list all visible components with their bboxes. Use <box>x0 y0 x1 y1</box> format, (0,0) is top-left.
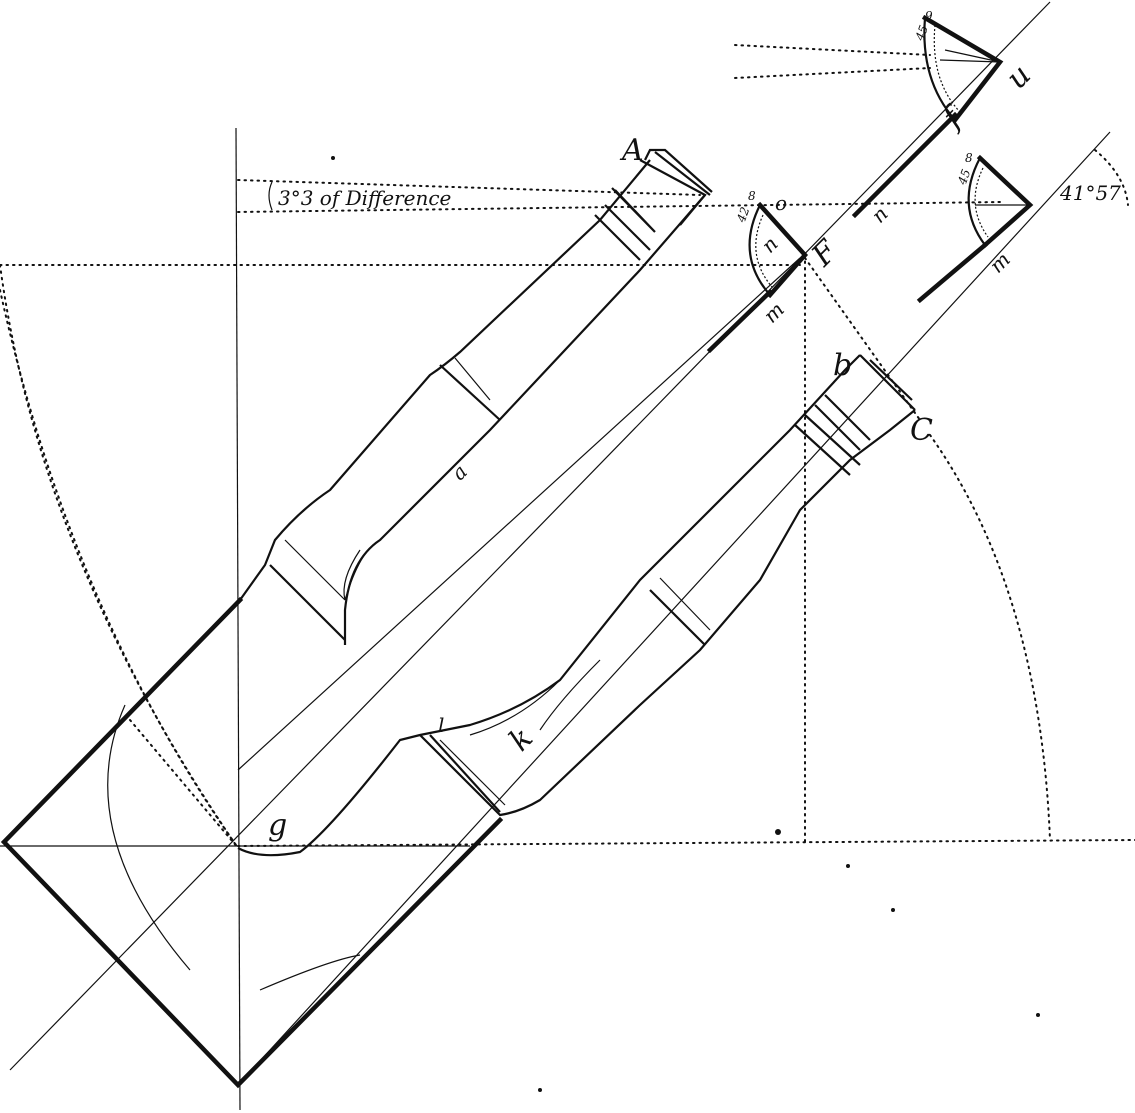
upper-cannon-lower-edge <box>343 194 706 645</box>
base-inner-circle <box>107 704 361 991</box>
dotted-large-arc <box>0 264 801 849</box>
quadrant-right-arc-inner <box>974 167 989 238</box>
label-g: g <box>268 808 287 843</box>
quadrant-top-plumb-2 <box>944 49 1001 63</box>
lower-cannon-band-1 <box>429 734 501 813</box>
lower-cannon-band-2 <box>439 739 506 806</box>
label-n-left: n <box>757 232 783 258</box>
quadrant-middle <box>748 201 809 299</box>
label-C: C <box>910 413 933 448</box>
label-a: a <box>447 459 472 484</box>
quadrant-top <box>921 14 1004 124</box>
dotted-inner-radius <box>129 719 239 849</box>
quadrant-right-arc <box>967 157 986 246</box>
dotted-sight-line-2 <box>734 67 931 79</box>
upper-cannon-muzzle <box>594 148 713 261</box>
lower-cannon-band-3 <box>649 589 706 646</box>
upper-cannon-band-2 <box>284 539 346 601</box>
difference-bracket <box>268 181 273 211</box>
main-diagonal-axis <box>9 1 1051 1071</box>
dotted-radius-to-F <box>804 257 921 421</box>
scale-mid-a: 8 <box>748 189 756 203</box>
dotted-sight-line-1 <box>734 44 931 56</box>
lower-cannon-upper-edge <box>237 354 861 857</box>
label-m-left: m <box>759 297 789 327</box>
difference-annotation: 3°3 of Difference <box>278 186 451 210</box>
quadrant-top-plumb <box>939 59 1001 63</box>
dot-mark-4 <box>1036 1013 1040 1017</box>
scale-right-b: 45 <box>955 167 974 187</box>
bore-segment-right <box>916 241 989 304</box>
quadrant-right <box>967 154 1034 249</box>
upper-cannon-band-1 <box>269 564 346 641</box>
dot-mark-5 <box>538 1088 542 1092</box>
dot-mark-6 <box>331 156 335 160</box>
label-k: k <box>502 721 540 759</box>
scale-mid-b: 42 <box>734 205 753 225</box>
label-F: F <box>804 233 845 274</box>
dotted-horizontal-base <box>237 839 1135 847</box>
label-u: u <box>999 58 1037 96</box>
dot-mark-1 <box>775 829 781 835</box>
lower-cannon-band-4 <box>659 577 711 631</box>
label-A: A <box>619 133 644 168</box>
scale-right-a: 8 <box>965 151 973 165</box>
dotted-right-arc <box>929 434 1051 841</box>
upper-cannon <box>239 148 713 645</box>
upper-cannon-outline <box>239 159 651 601</box>
label-b: b <box>833 348 852 383</box>
dot-mark-2 <box>846 864 850 868</box>
angle-annotation: 41°57 <box>1059 181 1121 205</box>
dot-mark-3 <box>891 908 895 912</box>
quadrant-top-arc-inner <box>933 24 961 113</box>
upper-bore-line <box>237 257 801 771</box>
label-m-right: m <box>985 247 1015 277</box>
quadrant-middle-arc-inner <box>755 214 773 288</box>
quadrant-middle-frame <box>756 201 809 299</box>
label-n-mid: n <box>867 202 893 228</box>
bore-segment-mid <box>706 288 774 354</box>
dotted-outer-arc-left <box>0 289 239 849</box>
lower-cannon-chamber <box>469 659 601 736</box>
lower-cannon-muzzle <box>794 354 916 476</box>
vertical-axis <box>235 127 241 1111</box>
dotted-angle-arc <box>1094 149 1129 206</box>
upper-cannon-chamber <box>343 539 381 601</box>
scale-top-a: 9 <box>925 9 933 23</box>
quadrant-top-arc <box>923 17 956 121</box>
upper-cannon-band-4 <box>454 357 491 401</box>
bore-segment-top <box>851 111 959 219</box>
lower-cannon-lower-edge <box>419 409 916 817</box>
label-l: l <box>438 713 444 737</box>
quadrant-middle-arc <box>748 204 771 296</box>
lower-diagonal-axis <box>237 131 1111 1086</box>
scale-top-b: 45 <box>912 23 931 43</box>
upper-cannon-band-3 <box>439 364 501 421</box>
label-o: o <box>775 191 787 215</box>
quadrant-top-frame <box>921 14 1004 124</box>
square-base-outline <box>0 596 504 1089</box>
dotted-construction-lines <box>0 44 1135 849</box>
lower-cannon <box>237 354 916 857</box>
